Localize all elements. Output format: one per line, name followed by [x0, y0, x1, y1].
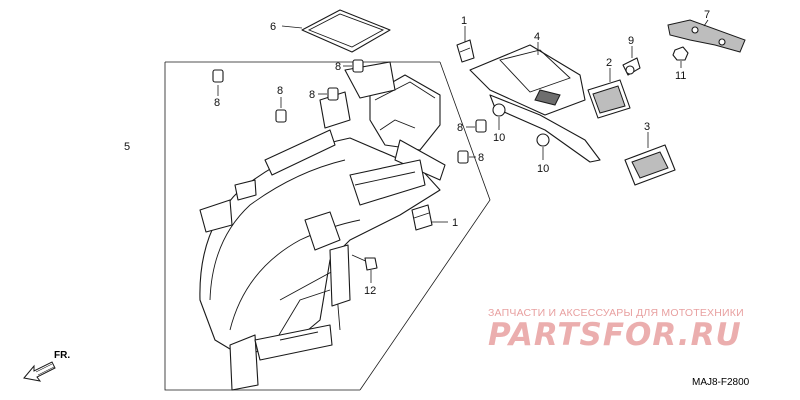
callout-4: 4: [534, 31, 540, 43]
part-10-grommet-b: [536, 133, 550, 147]
rear-fender-body: [199, 61, 446, 391]
part-8-clip-c: [352, 59, 364, 73]
callout-6: 6: [270, 21, 276, 33]
callout-2: 2: [606, 57, 612, 69]
front-direction-label: FR.: [54, 350, 71, 361]
callout-1b: 1: [452, 217, 458, 229]
callout-8d: 8: [309, 89, 315, 101]
part-7-reflector: [667, 19, 746, 53]
watermark-brand-logo: PARTSFOR.RU: [488, 317, 742, 353]
callout-8c: 8: [335, 61, 341, 73]
callout-8e: 8: [457, 122, 463, 134]
part-1-clip-upper: [456, 39, 475, 63]
part-3-lamp-housing: [624, 144, 676, 186]
watermark-caption: ЗАПЧАСТИ И АКСЕССУАРЫ ДЛЯ МОТОТЕХНИКИ: [488, 307, 744, 319]
callout-1a: 1: [461, 15, 467, 27]
callout-10a: 10: [493, 132, 505, 144]
part-8-clip-b: [275, 109, 287, 123]
part-12-bolt: [351, 254, 378, 271]
front-direction-arrow-icon: [23, 361, 56, 382]
part-1-clip-lower: [411, 204, 433, 231]
part-9-bulb: [622, 57, 641, 76]
callout-10b: 10: [537, 163, 549, 175]
callout-3: 3: [644, 121, 650, 133]
callout-8b: 8: [277, 85, 283, 97]
callout-9: 9: [628, 35, 634, 47]
part-10-grommet-a: [492, 103, 506, 117]
part-11-nut: [672, 46, 689, 61]
callout-8f: 8: [478, 152, 484, 164]
part-2-lamp-lens: [587, 79, 631, 119]
callout-12: 12: [364, 285, 376, 297]
callout-11: 11: [675, 70, 686, 82]
callout-8a: 8: [214, 97, 220, 109]
figure-code: MAJ8-F2800: [692, 377, 750, 388]
part-8-clip-d: [327, 87, 339, 101]
part-8-clip-a: [212, 69, 224, 83]
part-6-plate: [301, 9, 391, 53]
part-8-clip-f: [457, 150, 469, 164]
part-8-clip-e: [475, 119, 487, 133]
callout-5: 5: [124, 141, 130, 153]
assembly-bracket-lines: [164, 61, 491, 391]
callout-7: 7: [704, 9, 710, 21]
part-4-license-bracket: [469, 44, 601, 163]
